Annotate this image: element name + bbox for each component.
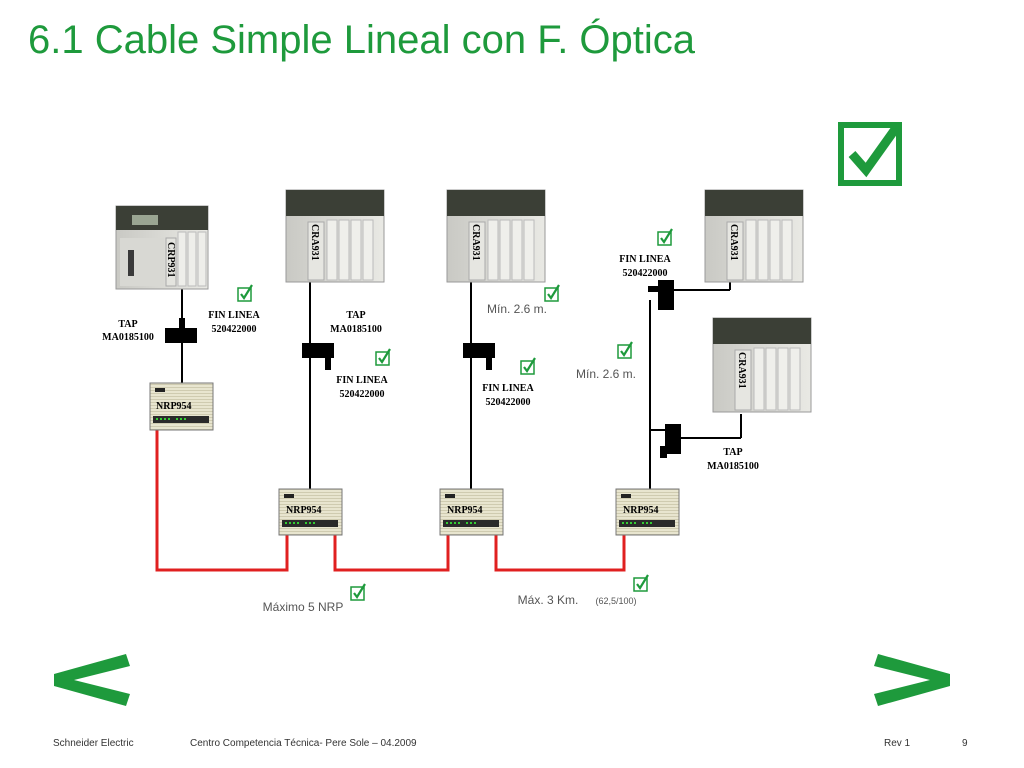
- min-distance-label: Mín. 2.6 m.: [487, 302, 547, 316]
- nrp954-module: NRP954: [149, 382, 214, 431]
- max-distance-label: Máx. 3 Km.: [518, 593, 579, 607]
- cra931-rack: CRA931: [285, 189, 385, 283]
- tap-label: TAP: [346, 310, 365, 321]
- tap-code-label: MA0185100: [707, 461, 759, 472]
- crp931-rack: CRP931: [115, 205, 209, 290]
- cra931-label: CRA931: [470, 224, 481, 261]
- min-distance-label: Mín. 2.6 m.: [576, 367, 636, 381]
- max-nrp-label: Máximo 5 NRP: [263, 600, 344, 614]
- slide-title: 6.1 Cable Simple Lineal con F. Óptica: [28, 18, 696, 62]
- tap-connector: [660, 424, 681, 458]
- nrp954-module: NRP954: [439, 488, 504, 536]
- fiber-type-label: (62,5/100): [595, 596, 636, 606]
- tap-connector: [165, 318, 197, 343]
- checkbox-checked-icon: [617, 341, 633, 359]
- nrp954-module: NRP954: [615, 488, 680, 536]
- cra931-rack: CRA931: [446, 189, 546, 283]
- fin-linea-label: FIN LINEA: [482, 383, 534, 394]
- tap-code-label: MA0185100: [102, 332, 154, 343]
- nrp954-label: NRP954: [286, 505, 322, 516]
- nrp954-label: NRP954: [447, 505, 483, 516]
- tap-connector: [302, 343, 334, 370]
- cra931-label: CRA931: [728, 224, 739, 261]
- tap-label: TAP: [118, 319, 137, 330]
- cra931-label: CRA931: [309, 224, 320, 261]
- checkbox-checked-icon: [633, 574, 649, 592]
- fin-linea-code-label: 520422000: [212, 324, 257, 335]
- checkbox-checked-icon: [838, 122, 902, 186]
- checkbox-checked-icon: [350, 583, 366, 601]
- nrp954-module: NRP954: [278, 488, 343, 536]
- nrp954-label: NRP954: [623, 505, 659, 516]
- checkbox-checked-icon: [237, 284, 253, 302]
- tap-connector: [648, 280, 674, 310]
- fin-linea-code-label: 520422000: [486, 397, 531, 408]
- footer-center: Centro Competencia Técnica- Pere Sole – …: [190, 738, 417, 749]
- footer-revision: Rev 1: [884, 738, 911, 749]
- checkbox-checked-icon: [544, 284, 560, 302]
- cra931-rack: CRA931: [704, 189, 804, 283]
- fin-linea-label: FIN LINEA: [619, 254, 671, 265]
- tap-label: TAP: [723, 447, 742, 458]
- tap-connector: [463, 343, 495, 370]
- cra931-rack: CRA931: [712, 317, 812, 413]
- cra931-label: CRA931: [736, 352, 747, 389]
- fiber-optic-cable: [155, 430, 626, 572]
- fin-linea-code-label: 520422000: [340, 389, 385, 400]
- page-number: 9: [962, 738, 968, 749]
- fin-linea-label: FIN LINEA: [208, 310, 260, 321]
- tap-code-label: MA0185100: [330, 324, 382, 335]
- checkbox-checked-icon: [520, 357, 536, 375]
- footer-company: Schneider Electric: [53, 738, 134, 749]
- fin-linea-label: FIN LINEA: [336, 375, 388, 386]
- checkbox-checked-icon: [375, 348, 391, 366]
- next-slide-arrow-icon[interactable]: [868, 650, 958, 710]
- previous-slide-arrow-icon[interactable]: [46, 650, 136, 710]
- checkbox-checked-icon: [657, 228, 673, 246]
- nrp954-label: NRP954: [156, 401, 192, 412]
- fin-linea-code-label: 520422000: [623, 268, 668, 279]
- coax-cable: [181, 270, 742, 490]
- crp931-label: CRP931: [165, 242, 176, 278]
